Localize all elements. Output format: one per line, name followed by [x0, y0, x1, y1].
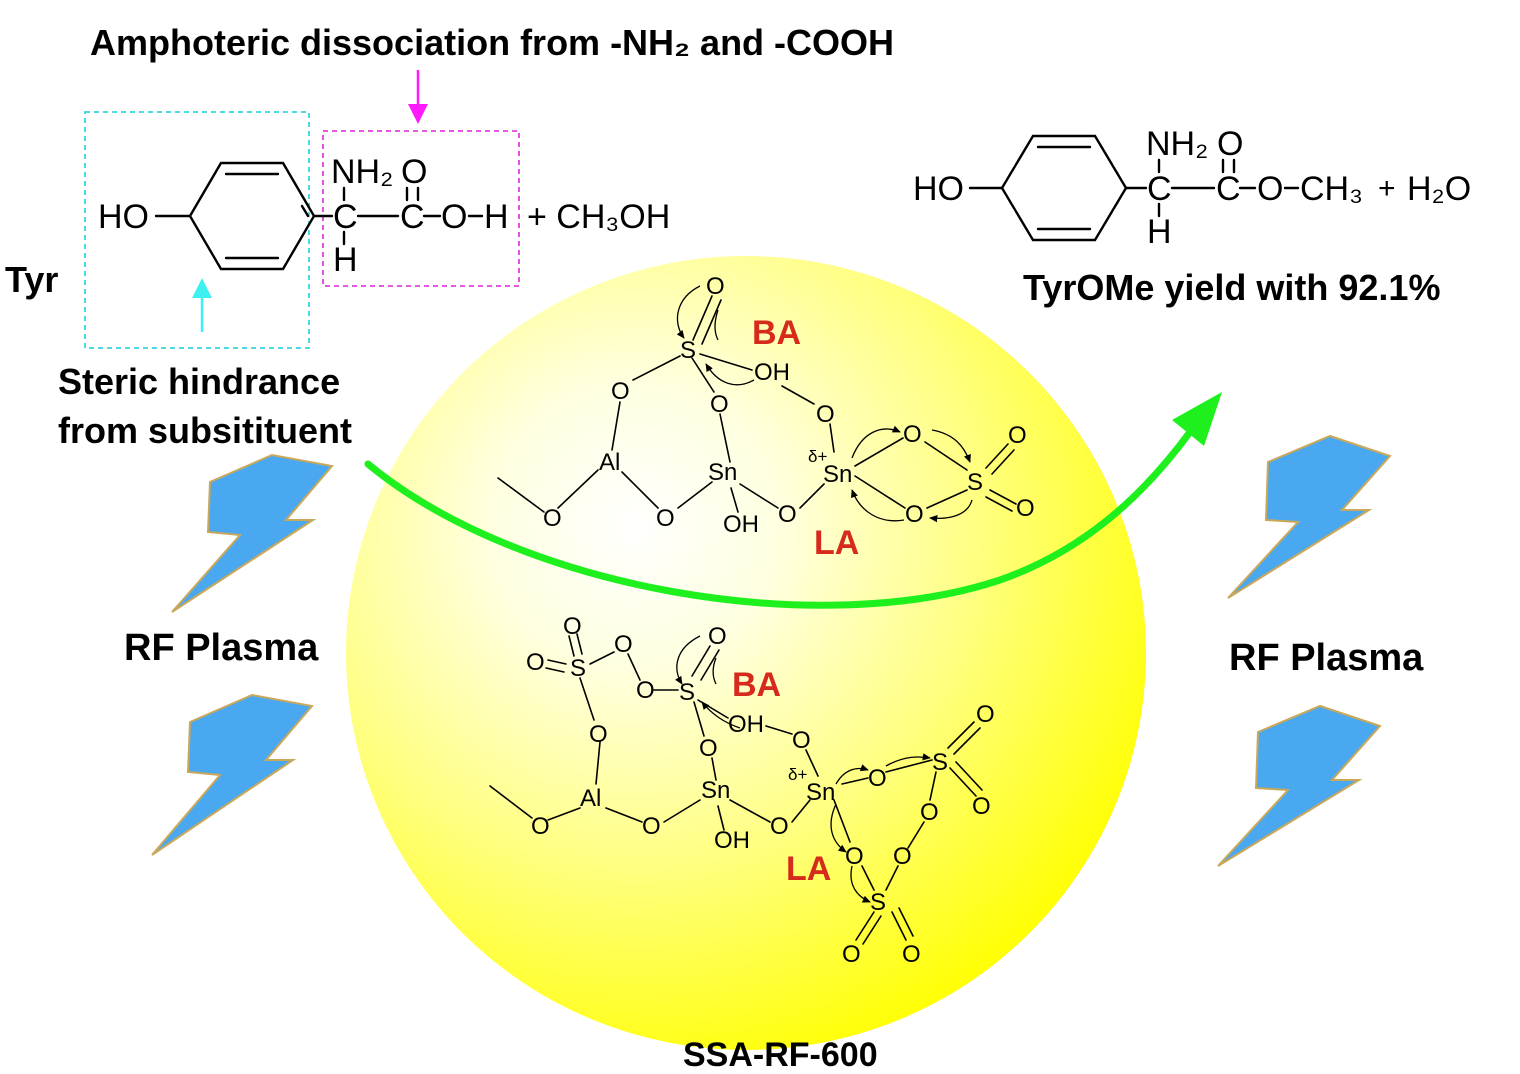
lower-acid-site-structure: O O S O O O O S OH O O Al Sn OH O O O δ+…	[489, 613, 995, 968]
atom-label: O	[526, 649, 545, 676]
partial-charge-label: δ+	[788, 765, 807, 784]
atom-label: Sn	[701, 777, 730, 804]
product-yield-label: TyrOMe yield with 92.1%	[1023, 267, 1440, 308]
atom-label: O	[614, 631, 633, 658]
atom-label: O	[792, 727, 811, 754]
atom-label: HO	[98, 198, 149, 236]
tyrosine-structure: HO C NH₂ H C O O H + CH₃OH	[98, 153, 670, 279]
amino-acid-group-highlight-box	[322, 130, 520, 287]
dissociation-title: Amphoteric dissociation from -NH₂ and -C…	[90, 22, 894, 63]
atom-label: C	[400, 198, 425, 236]
atom-label: O	[1016, 495, 1035, 522]
atom-label: O	[543, 505, 562, 532]
atom-label: OH	[754, 359, 790, 386]
reaction-arrow	[364, 428, 1194, 609]
atom-label: H	[1147, 213, 1172, 251]
atom-label: S	[679, 679, 695, 706]
atom-label: NH₂	[1146, 125, 1208, 163]
atom-label: O	[642, 813, 661, 840]
atom-label: C	[333, 198, 358, 236]
atom-label: O	[656, 505, 675, 532]
partial-charge-label: δ+	[808, 447, 827, 466]
arrow-up-icon	[192, 278, 212, 298]
plus-sign: +	[1378, 172, 1396, 205]
upper-acid-site-structure: O S OH O O O Al Sn δ+ Sn OH O O O O O S …	[497, 273, 1035, 562]
lightning-bolt-icon	[171, 453, 334, 613]
atom-label: H	[484, 198, 509, 236]
atom-label: Sn	[823, 461, 852, 488]
atom-label: O	[710, 391, 729, 418]
atom-label: O	[905, 501, 924, 528]
lewis-acid-label: LA	[814, 524, 859, 562]
rf-plasma-label-right: RF Plasma	[1229, 637, 1424, 679]
atom-label: OH	[714, 827, 750, 854]
atom-label: NH₂	[331, 153, 393, 191]
atom-label: C	[1216, 170, 1241, 208]
atom-label: OH	[723, 511, 759, 538]
atom-label: O	[893, 843, 912, 870]
atom-label: S	[932, 749, 948, 776]
steric-hindrance-label: Steric hindrance	[58, 361, 340, 402]
atom-label: O	[816, 401, 835, 428]
atom-label: S	[967, 469, 983, 496]
water-label: H₂O	[1407, 170, 1471, 208]
atom-label: O	[699, 735, 718, 762]
arrow-head-icon	[1172, 392, 1222, 446]
bronsted-acid-label: BA	[732, 666, 781, 704]
atom-label: O	[1008, 422, 1027, 449]
bronsted-acid-label: BA	[752, 314, 801, 352]
atom-label: O	[531, 813, 550, 840]
rf-plasma-label-left: RF Plasma	[124, 627, 319, 669]
atom-label: S	[870, 889, 886, 916]
atom-label: HO	[913, 170, 964, 208]
atom-label: Sn	[708, 459, 737, 486]
atom-label: S	[680, 337, 696, 364]
atom-label: H	[333, 241, 358, 279]
atom-label: O	[902, 941, 921, 968]
lightning-bolt-icon	[1227, 434, 1392, 599]
substituent-highlight-box	[84, 111, 310, 349]
atom-label: O	[589, 721, 608, 748]
atom-label: O	[842, 941, 861, 968]
atom-label: S	[570, 655, 586, 682]
atom-label: O	[441, 198, 467, 236]
atom-label: C	[1147, 170, 1172, 208]
catalyst-sphere	[346, 256, 1146, 1050]
atom-label: O	[1257, 170, 1283, 208]
atom-label: O	[636, 677, 655, 704]
atom-label: O	[708, 623, 727, 650]
atom-label: CH₃	[1300, 170, 1363, 208]
lewis-acid-label: LA	[786, 850, 831, 888]
atom-label: O	[778, 501, 797, 528]
steric-hindrance-label-line2: from subsitituent	[58, 410, 352, 451]
lightning-bolt-icon	[1217, 704, 1382, 867]
atom-label: O	[903, 421, 922, 448]
tyr-label: Tyr	[5, 259, 58, 300]
atom-label: O	[920, 799, 939, 826]
atom-label: O	[770, 813, 789, 840]
atom-label: Sn	[806, 779, 835, 806]
atom-label: Al	[599, 449, 620, 476]
atom-label: O	[611, 378, 630, 405]
atom-label: O	[563, 613, 582, 640]
atom-label: O	[1217, 125, 1243, 163]
atom-label: O	[706, 273, 725, 300]
atom-label: Al	[580, 785, 601, 812]
atom-label: O	[845, 843, 864, 870]
catalyst-name-label: SSA-RF-600	[683, 1036, 878, 1074]
tyrome-structure: HO C NH₂ H C O O CH₃ + H₂O	[913, 125, 1471, 251]
atom-label: O	[401, 153, 427, 191]
atom-label: OH	[728, 711, 764, 738]
atom-label: O	[976, 701, 995, 728]
lightning-bolt-icon	[151, 693, 314, 856]
arrow-down-icon	[408, 104, 428, 124]
methanol-label: + CH₃OH	[527, 198, 670, 236]
atom-label: O	[868, 765, 887, 792]
atom-label: O	[972, 793, 991, 820]
